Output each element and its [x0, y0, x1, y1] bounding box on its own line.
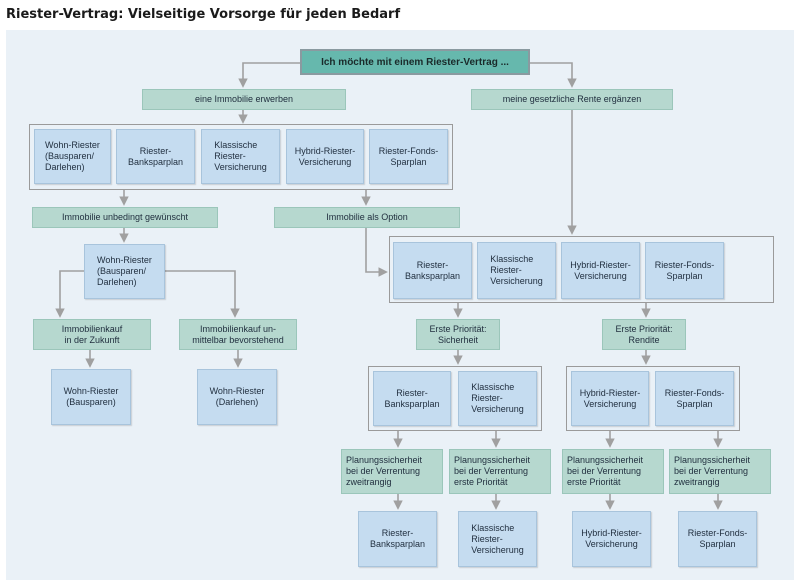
product-fonds-sparplan: Riester-Fonds- Sparplan	[369, 129, 448, 184]
product-banksparplan: Riester- Banksparplan	[116, 129, 195, 184]
product-wohn-riester-mid: Wohn-Riester (Bausparen/ Darlehen)	[84, 244, 165, 299]
node-immobilie-unbedingt: Immobilie unbedingt gewünscht	[32, 207, 218, 228]
node-planung-zweitrangig-4: Planungssicherheit bei der Verrentung zw…	[669, 449, 771, 494]
product-banksparplan-3: Riester- Banksparplan	[373, 371, 451, 426]
product-wohn-riester-bausparen: Wohn-Riester (Bausparen)	[51, 369, 131, 425]
product-banksparplan-2: Riester- Banksparplan	[393, 242, 472, 299]
node-planung-zweitrangig-1: Planungssicherheit bei der Verrentung zw…	[341, 449, 443, 494]
final-fonds-sparplan: Riester-Fonds- Sparplan	[678, 511, 757, 567]
node-immobilie-option: Immobilie als Option	[274, 207, 460, 228]
connector-option-group2	[365, 228, 388, 277]
root-node: Ich möchte mit einem Riester-Vertrag ...	[300, 49, 530, 75]
product-hybrid-versicherung-4: Hybrid-Riester- Versicherung	[571, 371, 649, 426]
connector-wohn-left	[55, 270, 84, 318]
product-wohn-riester-darlehen: Wohn-Riester (Darlehen)	[197, 369, 277, 425]
diagram-title: Riester-Vertrag: Vielseitige Vorsorge fü…	[6, 7, 401, 22]
product-klassische-versicherung-3: Klassische Riester- Versicherung	[458, 371, 537, 426]
node-immobilie-erwerben: eine Immobilie erwerben	[142, 89, 346, 110]
connector-wohn-right	[165, 270, 240, 318]
node-kauf-zukunft: Immobilienkauf in der Zukunft	[33, 319, 151, 350]
node-planung-prioritaet-2: Planungssicherheit bei der Verrentung er…	[449, 449, 551, 494]
final-banksparplan: Riester- Banksparplan	[358, 511, 437, 567]
product-klassische-versicherung: Klassische Riester- Versicherung	[201, 129, 280, 184]
node-rente-ergaenzen: meine gesetzliche Rente ergänzen	[471, 89, 673, 110]
product-klassische-versicherung-2: Klassische Riester- Versicherung	[477, 242, 556, 299]
final-hybrid-versicherung: Hybrid-Riester- Versicherung	[572, 511, 651, 567]
connector-top-left	[238, 62, 300, 88]
product-hybrid-versicherung: Hybrid-Riester- Versicherung	[286, 129, 364, 184]
node-planung-prioritaet-3: Planungssicherheit bei der Verrentung er…	[562, 449, 664, 494]
product-wohn-riester: Wohn-Riester (Bausparen/ Darlehen)	[34, 129, 111, 184]
node-prioritaet-sicherheit: Erste Priorität: Sicherheit	[416, 319, 500, 350]
node-prioritaet-rendite: Erste Priorität: Rendite	[602, 319, 686, 350]
product-hybrid-versicherung-2: Hybrid-Riester- Versicherung	[561, 242, 640, 299]
connector-top-right	[530, 62, 577, 88]
node-kauf-unmittelbar: Immobilienkauf un- mittelbar bevorstehen…	[179, 319, 297, 350]
product-fonds-sparplan-2: Riester-Fonds- Sparplan	[645, 242, 724, 299]
product-fonds-sparplan-4: Riester-Fonds- Sparplan	[655, 371, 734, 426]
final-klassische-versicherung: Klassische Riester- Versicherung	[458, 511, 537, 567]
